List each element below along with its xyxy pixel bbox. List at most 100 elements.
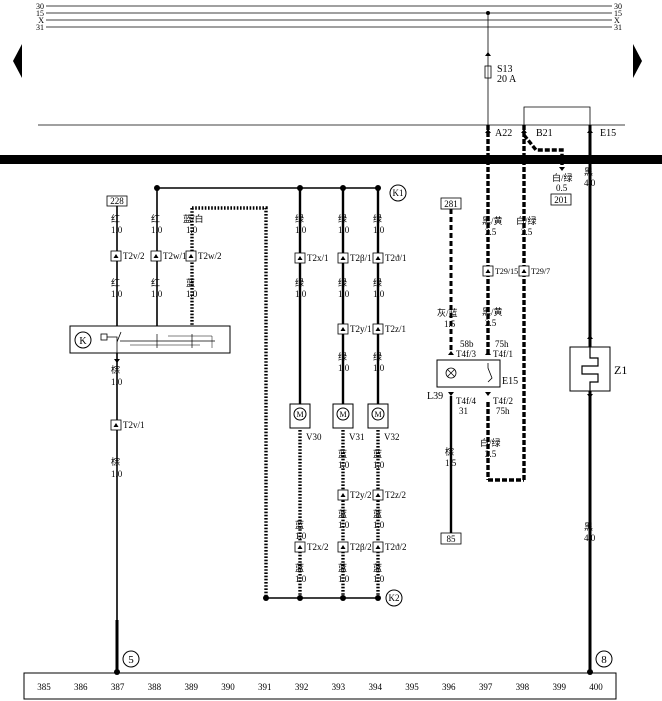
motor-circuits: K1 绿 1.0 T2x/1 绿 1.0 绿 1.0 T2β/1 绿 1.0 T… — [263, 184, 407, 607]
fuse-rating: 20 A — [497, 74, 517, 85]
circuit-z1: 黑 4.0 Z1 黑 4.0 8 — [569, 125, 627, 675]
svg-text:1.0: 1.0 — [338, 520, 350, 530]
svg-text:T2v/2: T2v/2 — [123, 251, 145, 261]
ground-point-8 — [595, 650, 613, 668]
node-k2 — [385, 589, 403, 607]
bus-label-e15: E15 — [600, 128, 616, 139]
rail-label-left: 15 — [36, 9, 44, 18]
next-page-arrow-icon[interactable] — [633, 44, 642, 78]
svg-text:L39: L39 — [427, 391, 443, 402]
supply-rails: 30 15 X 31 30 15 X 31 — [36, 2, 622, 32]
svg-text:白/绿: 白/绿 — [516, 215, 537, 226]
column-number: 395 — [405, 682, 419, 692]
k-symbol-icon — [74, 331, 92, 349]
svg-text:T2ϑ/2: T2ϑ/2 — [385, 542, 406, 552]
svg-text:绿: 绿 — [295, 277, 304, 288]
svg-text:蓝: 蓝 — [373, 508, 382, 519]
svg-text:T2y/1: T2y/1 — [350, 324, 372, 334]
svg-text:蓝: 蓝 — [338, 508, 347, 519]
svg-text:T4f/2: T4f/2 — [493, 396, 513, 406]
column-number: 394 — [368, 682, 382, 692]
svg-text:黑/黄: 黑/黄 — [482, 306, 503, 317]
svg-text:灰/蓝: 灰/蓝 — [437, 307, 458, 318]
svg-text:1.5: 1.5 — [445, 458, 457, 468]
svg-text:蓝: 蓝 — [295, 562, 304, 573]
svg-text:1.0: 1.0 — [111, 289, 123, 299]
bus-label-b21: B21 — [536, 128, 553, 139]
svg-text:1.5: 1.5 — [444, 319, 456, 329]
column-number: 393 — [332, 682, 346, 692]
svg-text:K2: K2 — [389, 593, 400, 603]
svg-text:红: 红 — [151, 213, 160, 224]
svg-text:2.5: 2.5 — [485, 227, 497, 237]
column-number: 392 — [295, 682, 309, 692]
svg-text:红: 红 — [111, 277, 120, 288]
svg-text:1.0: 1.0 — [338, 363, 350, 373]
rail-label-right: 31 — [614, 23, 622, 32]
svg-text:75h: 75h — [495, 339, 509, 349]
svg-text:蓝/白: 蓝/白 — [183, 213, 204, 224]
svg-text:红: 红 — [151, 277, 160, 288]
svg-text:5: 5 — [128, 654, 134, 666]
column-number: 397 — [479, 682, 493, 692]
svg-text:2.5: 2.5 — [485, 318, 497, 328]
svg-text:蓝: 蓝 — [338, 448, 347, 459]
circuit-e15: 281 灰/蓝 1.5 58b T4f/3 黑/黄 2.5 T29/15 黑/黄… — [427, 125, 573, 545]
rail-label-right: 30 — [614, 2, 622, 11]
svg-text:1.0: 1.0 — [111, 225, 123, 235]
svg-text:Z1: Z1 — [614, 363, 627, 377]
column-number: 396 — [442, 682, 456, 692]
circuit-k: 228 红 1.0 T2v/2 红 1.0 红 1.0 T2w/1 红 1.0 … — [69, 185, 378, 675]
svg-text:1.0: 1.0 — [373, 289, 385, 299]
svg-text:75h: 75h — [496, 406, 510, 416]
svg-text:T2ϑ/1: T2ϑ/1 — [385, 253, 406, 263]
svg-text:黑: 黑 — [584, 522, 593, 532]
svg-text:1.0: 1.0 — [295, 574, 307, 584]
svg-text:0.5: 0.5 — [556, 183, 568, 193]
prev-page-arrow-icon[interactable] — [13, 44, 22, 78]
svg-text:K: K — [79, 336, 87, 347]
svg-text:T2v/1: T2v/1 — [123, 420, 145, 430]
svg-text:1.0: 1.0 — [186, 289, 198, 299]
svg-text:T4f/1: T4f/1 — [493, 349, 513, 359]
svg-text:58b: 58b — [460, 339, 474, 349]
column-number: 389 — [184, 682, 198, 692]
fuse-s13: S13 20 A — [484, 11, 517, 125]
column-number: 390 — [221, 682, 235, 692]
box-85 — [440, 532, 462, 545]
svg-text:绿: 绿 — [295, 213, 304, 224]
svg-text:T2β/1: T2β/1 — [350, 253, 372, 263]
svg-text:1.0: 1.0 — [373, 520, 385, 530]
svg-text:281: 281 — [444, 199, 458, 209]
svg-text:1.0: 1.0 — [373, 574, 385, 584]
column-number: 388 — [148, 682, 162, 692]
svg-text:棕: 棕 — [445, 446, 454, 457]
svg-text:绿: 绿 — [373, 351, 382, 362]
svg-text:201: 201 — [554, 195, 568, 205]
svg-text:V30: V30 — [306, 432, 322, 442]
fuse-name: S13 — [497, 64, 513, 75]
svg-text:1.0: 1.0 — [151, 225, 163, 235]
svg-text:V31: V31 — [349, 432, 365, 442]
svg-text:绿: 绿 — [338, 351, 347, 362]
svg-text:T4f/4: T4f/4 — [456, 396, 476, 406]
svg-text:85: 85 — [447, 534, 457, 544]
svg-text:T2z/1: T2z/1 — [385, 324, 406, 334]
svg-text:E15: E15 — [502, 376, 518, 387]
motor-icon — [336, 407, 350, 421]
svg-text:1.0: 1.0 — [111, 469, 123, 479]
svg-text:黑: 黑 — [584, 167, 593, 177]
svg-text:黑/黄: 黑/黄 — [482, 215, 503, 226]
svg-text:T29/7: T29/7 — [531, 267, 550, 276]
svg-text:2.5: 2.5 — [485, 449, 497, 459]
svg-text:白/绿: 白/绿 — [480, 437, 501, 448]
svg-text:1.0: 1.0 — [338, 289, 350, 299]
svg-text:2.5: 2.5 — [521, 227, 533, 237]
svg-text:1.0: 1.0 — [338, 460, 350, 470]
svg-text:1.0: 1.0 — [186, 225, 198, 235]
svg-text:蓝: 蓝 — [373, 562, 382, 573]
column-number: 385 — [37, 682, 51, 692]
svg-text:蓝: 蓝 — [295, 519, 304, 530]
svg-text:8: 8 — [601, 654, 607, 666]
ground-bar — [23, 672, 617, 700]
